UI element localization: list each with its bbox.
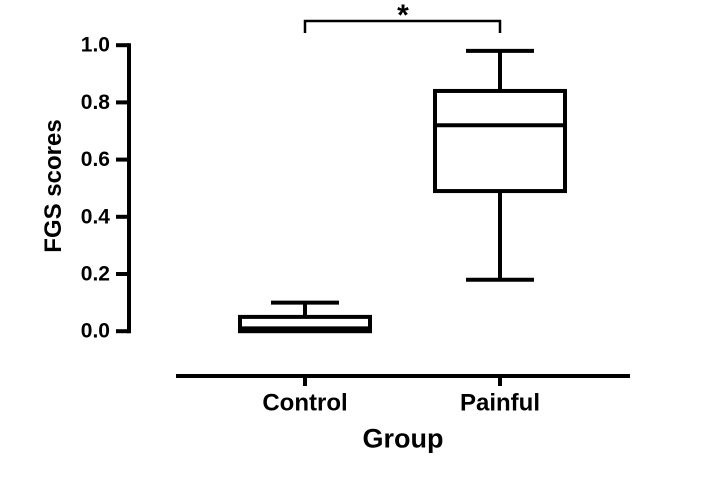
y-tick-label: 0.0 [81, 320, 110, 343]
y-tick-label: 0.8 [81, 91, 111, 114]
significance-bracket [303, 19, 502, 33]
x-axis-title: Group [362, 423, 444, 454]
y-tick-label: 1.0 [81, 34, 110, 57]
y-axis-title: FGS scores [40, 119, 67, 253]
category-label-control: Control [262, 390, 347, 417]
y-tick-label: 0.2 [81, 263, 110, 286]
category-label-painful: Painful [460, 390, 540, 417]
y-tick-label: 0.6 [81, 148, 110, 171]
box-painful [433, 88, 567, 194]
significance-asterisk: * [397, 0, 409, 32]
y-tick-label: 0.4 [81, 205, 111, 228]
